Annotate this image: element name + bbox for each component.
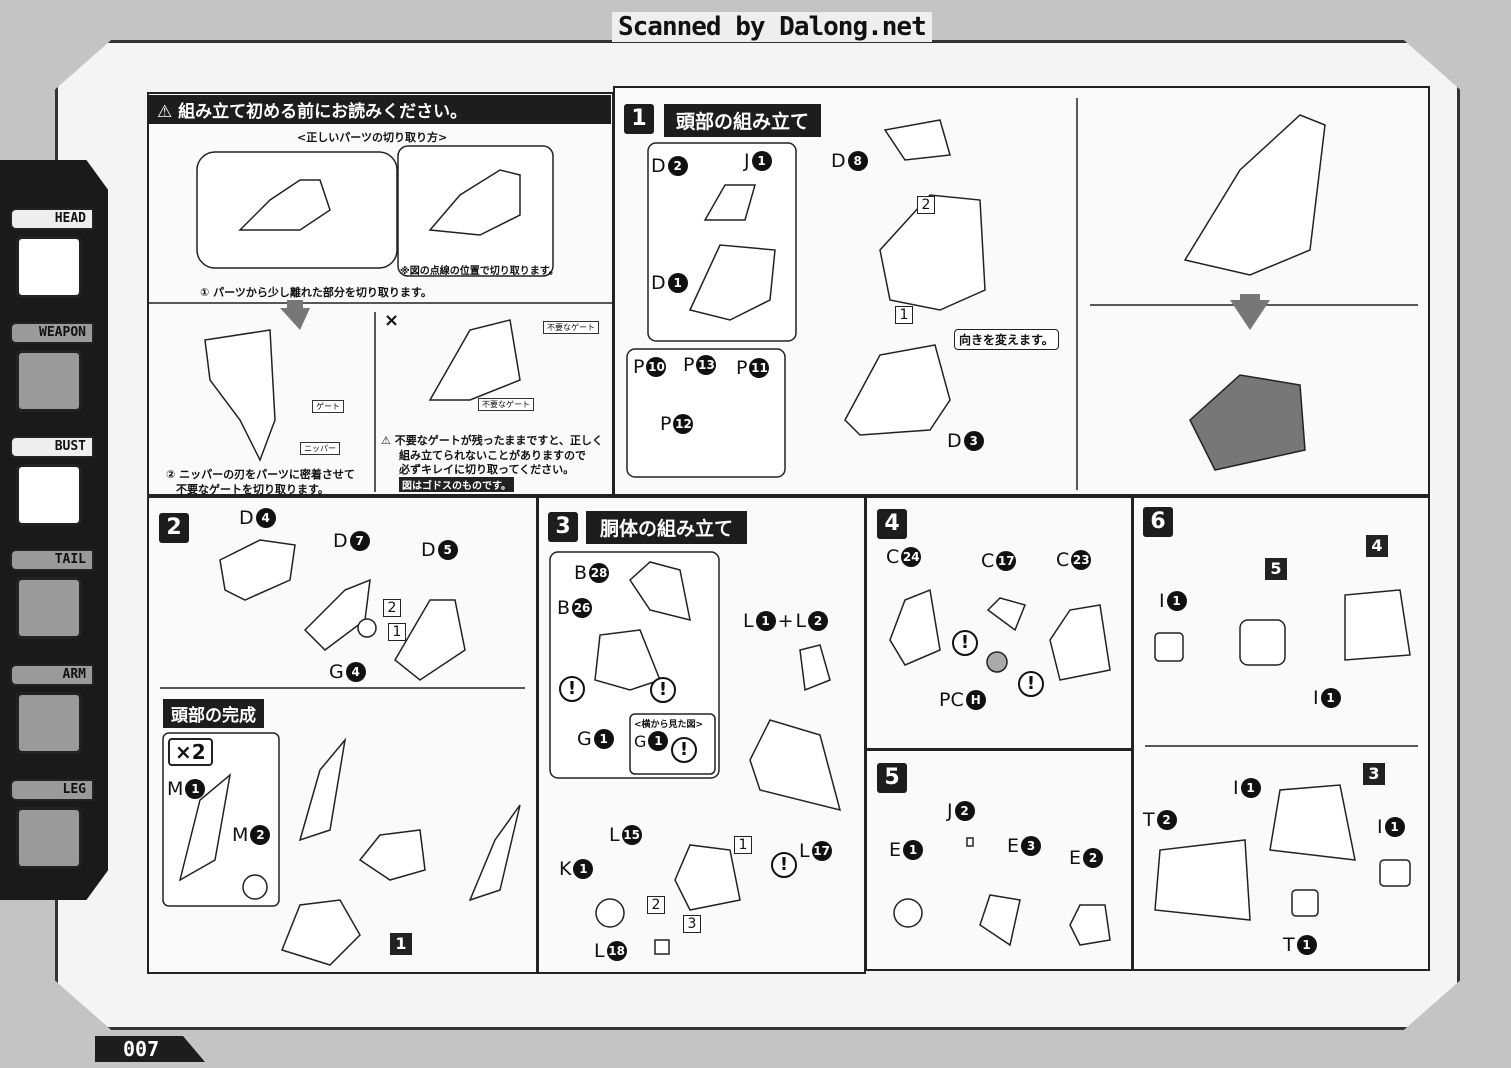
unneeded-gate-tag-2: 不要なゲート	[478, 398, 534, 411]
step3-title: 胴体の組み立て	[586, 511, 748, 544]
caution-icon: !	[1018, 671, 1044, 697]
sidebar-tab-leg[interactable]: LEG	[8, 779, 96, 885]
caution-icon: !	[671, 737, 697, 763]
warning-subtitle: <正しいパーツの切り取り方>	[297, 131, 448, 144]
step2-number: 2	[159, 513, 189, 543]
page-number: 007	[95, 1036, 205, 1062]
ref-box: 5	[1265, 558, 1287, 580]
step6-number: 6	[1143, 507, 1173, 537]
step1-title: 頭部の組み立て	[664, 104, 822, 137]
order-box: 1	[895, 306, 913, 324]
dotted-note: ※図の点線の位置で切り取ります。	[400, 266, 559, 277]
gate-tag: ゲート	[312, 400, 344, 413]
head-complete-title: 頭部の完成	[163, 699, 264, 728]
unneeded-gate-tag-1: 不要なゲート	[543, 321, 599, 334]
caution-icon: !	[771, 852, 797, 878]
sidebar-tab-head[interactable]: HEAD	[8, 208, 96, 314]
tail-icon	[16, 577, 82, 639]
order-box: 3	[683, 915, 701, 933]
order-box: 1	[388, 623, 406, 641]
caution-icon: !	[559, 676, 585, 702]
caution-line2: 組み立てられないことがありますので	[399, 449, 586, 462]
turn-note: 向きを変えます。	[954, 329, 1059, 350]
caution-line1: ⚠ 不要なゲートが残ったままですと、正しく	[381, 434, 603, 447]
bust-icon	[16, 464, 82, 526]
wrong-mark: ×	[384, 310, 400, 331]
leg-icon	[16, 807, 82, 869]
sidebar-tab-bust[interactable]: BUST	[8, 436, 96, 542]
caution-icon: !	[650, 677, 676, 703]
order-box: 2	[383, 599, 401, 617]
ref-box: 3	[1363, 763, 1385, 785]
cut-step-1: ① パーツから少し離れた部分を切り取ります。	[200, 286, 432, 299]
watermark: Scanned by Dalong.net	[612, 12, 932, 42]
step3-number: 3	[548, 512, 578, 542]
head-icon	[16, 236, 82, 298]
caution-icon: !	[952, 630, 978, 656]
cut-step-2-line1: ② ニッパーの刃をパーツに密着させて	[166, 468, 355, 481]
order-box: 2	[647, 896, 665, 914]
step1-number: 1	[624, 104, 654, 134]
godos-note: 図はゴドスのものです。	[399, 477, 514, 492]
sidebar-tab-arm[interactable]: ARM	[8, 664, 96, 770]
caution-line3: 必ずキレイに切り取ってください。	[399, 463, 575, 476]
times-two: ×2	[168, 738, 213, 766]
warning-title: ⚠ 組み立て初める前にお読みください。	[149, 95, 611, 124]
ref-box: 4	[1366, 535, 1388, 557]
order-box: 2	[917, 196, 935, 214]
step5-number: 5	[877, 763, 907, 793]
step4-number: 4	[877, 509, 907, 539]
sidebar-tab-weapon[interactable]: WEAPON	[8, 322, 96, 428]
cut-step-2-line2: 不要なゲートを切り取ります。	[176, 483, 329, 496]
weapon-icon	[16, 350, 82, 412]
arm-icon	[16, 692, 82, 754]
sidebar-tab-tail[interactable]: TAIL	[8, 549, 96, 655]
order-box: 1	[734, 836, 752, 854]
ref-box: 1	[390, 933, 412, 955]
nipper-tag: ニッパー	[300, 442, 340, 455]
side-view-label: <横から見た図>	[634, 720, 704, 730]
